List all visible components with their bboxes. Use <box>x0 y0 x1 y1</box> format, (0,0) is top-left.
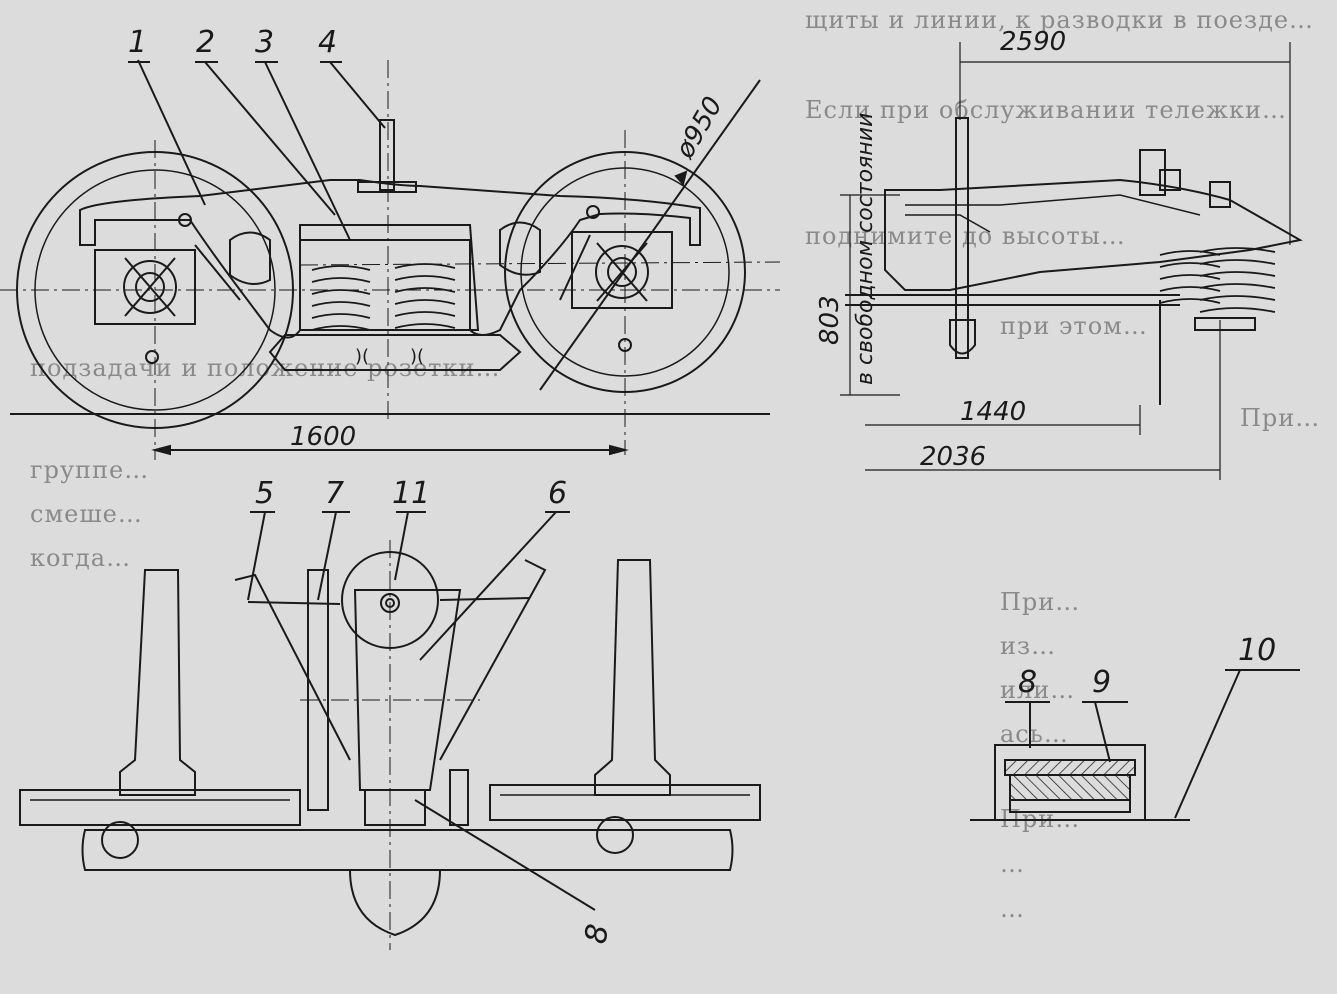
bg-line-5: подзадачи и положение розетки… <box>30 354 501 382</box>
label-3: 3 <box>255 25 274 60</box>
svg-text:)(: )( <box>410 346 424 367</box>
bg-line-6: При… <box>1240 404 1321 432</box>
dim-1440: 1440 <box>960 397 1026 427</box>
frame-window-right <box>500 223 540 275</box>
bg-line-16: … <box>1000 895 1025 923</box>
bg-line-4: при этом… <box>1000 312 1148 340</box>
bg-line-15: … <box>1000 850 1025 878</box>
pad-layer <box>1005 760 1135 775</box>
leader-11 <box>395 512 408 580</box>
left-wheel-end <box>120 570 195 795</box>
label-8-detail: 8 <box>1018 665 1037 700</box>
dim-803: 803 <box>815 295 845 345</box>
centre-pin-section <box>956 118 968 358</box>
leader-1 <box>138 60 205 205</box>
svg-text:)(: )( <box>355 346 369 367</box>
label-9: 9 <box>1092 665 1111 700</box>
bg-line-8: смеше… <box>30 500 143 528</box>
bogie-end-view <box>20 512 760 950</box>
bogie-side-view: )( )( <box>0 60 780 460</box>
right-axle-box <box>572 232 672 308</box>
right-hanger <box>440 560 545 760</box>
bogie-section-view <box>840 42 1300 480</box>
bg-line-11: из… <box>1000 632 1057 660</box>
bg-line-2: Если при обслуживании тележки… <box>805 96 1288 124</box>
frame-window-left <box>230 233 270 285</box>
label-1: 1 <box>128 25 147 60</box>
leader-2 <box>205 62 335 215</box>
leader-5 <box>248 512 265 600</box>
label-10: 10 <box>1238 633 1276 668</box>
bolster-section <box>885 180 1300 290</box>
left-wheel-flange <box>20 790 300 825</box>
dim-1600: 1600 <box>290 422 356 452</box>
spring-plank <box>270 335 520 370</box>
leader-4 <box>330 62 385 128</box>
bg-line-12: или… <box>1000 676 1076 704</box>
bg-line-7: группе… <box>30 456 150 484</box>
leader-8-lower <box>415 800 595 910</box>
label-2: 2 <box>196 25 215 60</box>
label-6: 6 <box>548 476 567 511</box>
leader-10 <box>1175 670 1240 818</box>
centre-pin <box>380 120 394 190</box>
bg-line-13: ась… <box>1000 720 1069 748</box>
left-hanger <box>235 575 350 760</box>
dim-diameter: ø950 <box>670 92 729 165</box>
centre-column <box>355 590 460 790</box>
bg-line-9: когда… <box>30 544 132 572</box>
right-wheel-flange <box>490 785 760 820</box>
central-springs <box>312 264 455 330</box>
bg-line-10: При… <box>1000 588 1081 616</box>
bg-line-3: поднимите до высоты… <box>805 222 1126 250</box>
pad-detail-view <box>970 670 1300 820</box>
bolster <box>300 225 478 330</box>
bg-line-1: щиты и линии, к разводки в поезде… <box>805 6 1315 34</box>
pad-housing <box>995 745 1145 820</box>
axle <box>83 830 733 870</box>
label-11: 11 <box>392 476 430 511</box>
side-springs <box>1160 248 1275 312</box>
label-7: 7 <box>325 476 344 511</box>
label-4: 4 <box>318 25 337 60</box>
side-frame <box>80 180 700 338</box>
diameter-dimension-line <box>540 80 760 390</box>
label-8-lower: 8 <box>578 922 616 947</box>
right-wheel-end <box>595 560 670 795</box>
dim-2590: 2590 <box>1000 27 1066 57</box>
brake-rod <box>308 570 328 810</box>
leader-6 <box>420 512 556 660</box>
lower-casting <box>350 870 440 935</box>
leader-7 <box>318 512 336 600</box>
left-axle-box <box>95 250 195 324</box>
label-5: 5 <box>255 476 274 511</box>
dim-803-caption: в свободном состоянии <box>853 113 878 385</box>
leader-3 <box>265 62 350 240</box>
dim-2036: 2036 <box>920 442 986 472</box>
